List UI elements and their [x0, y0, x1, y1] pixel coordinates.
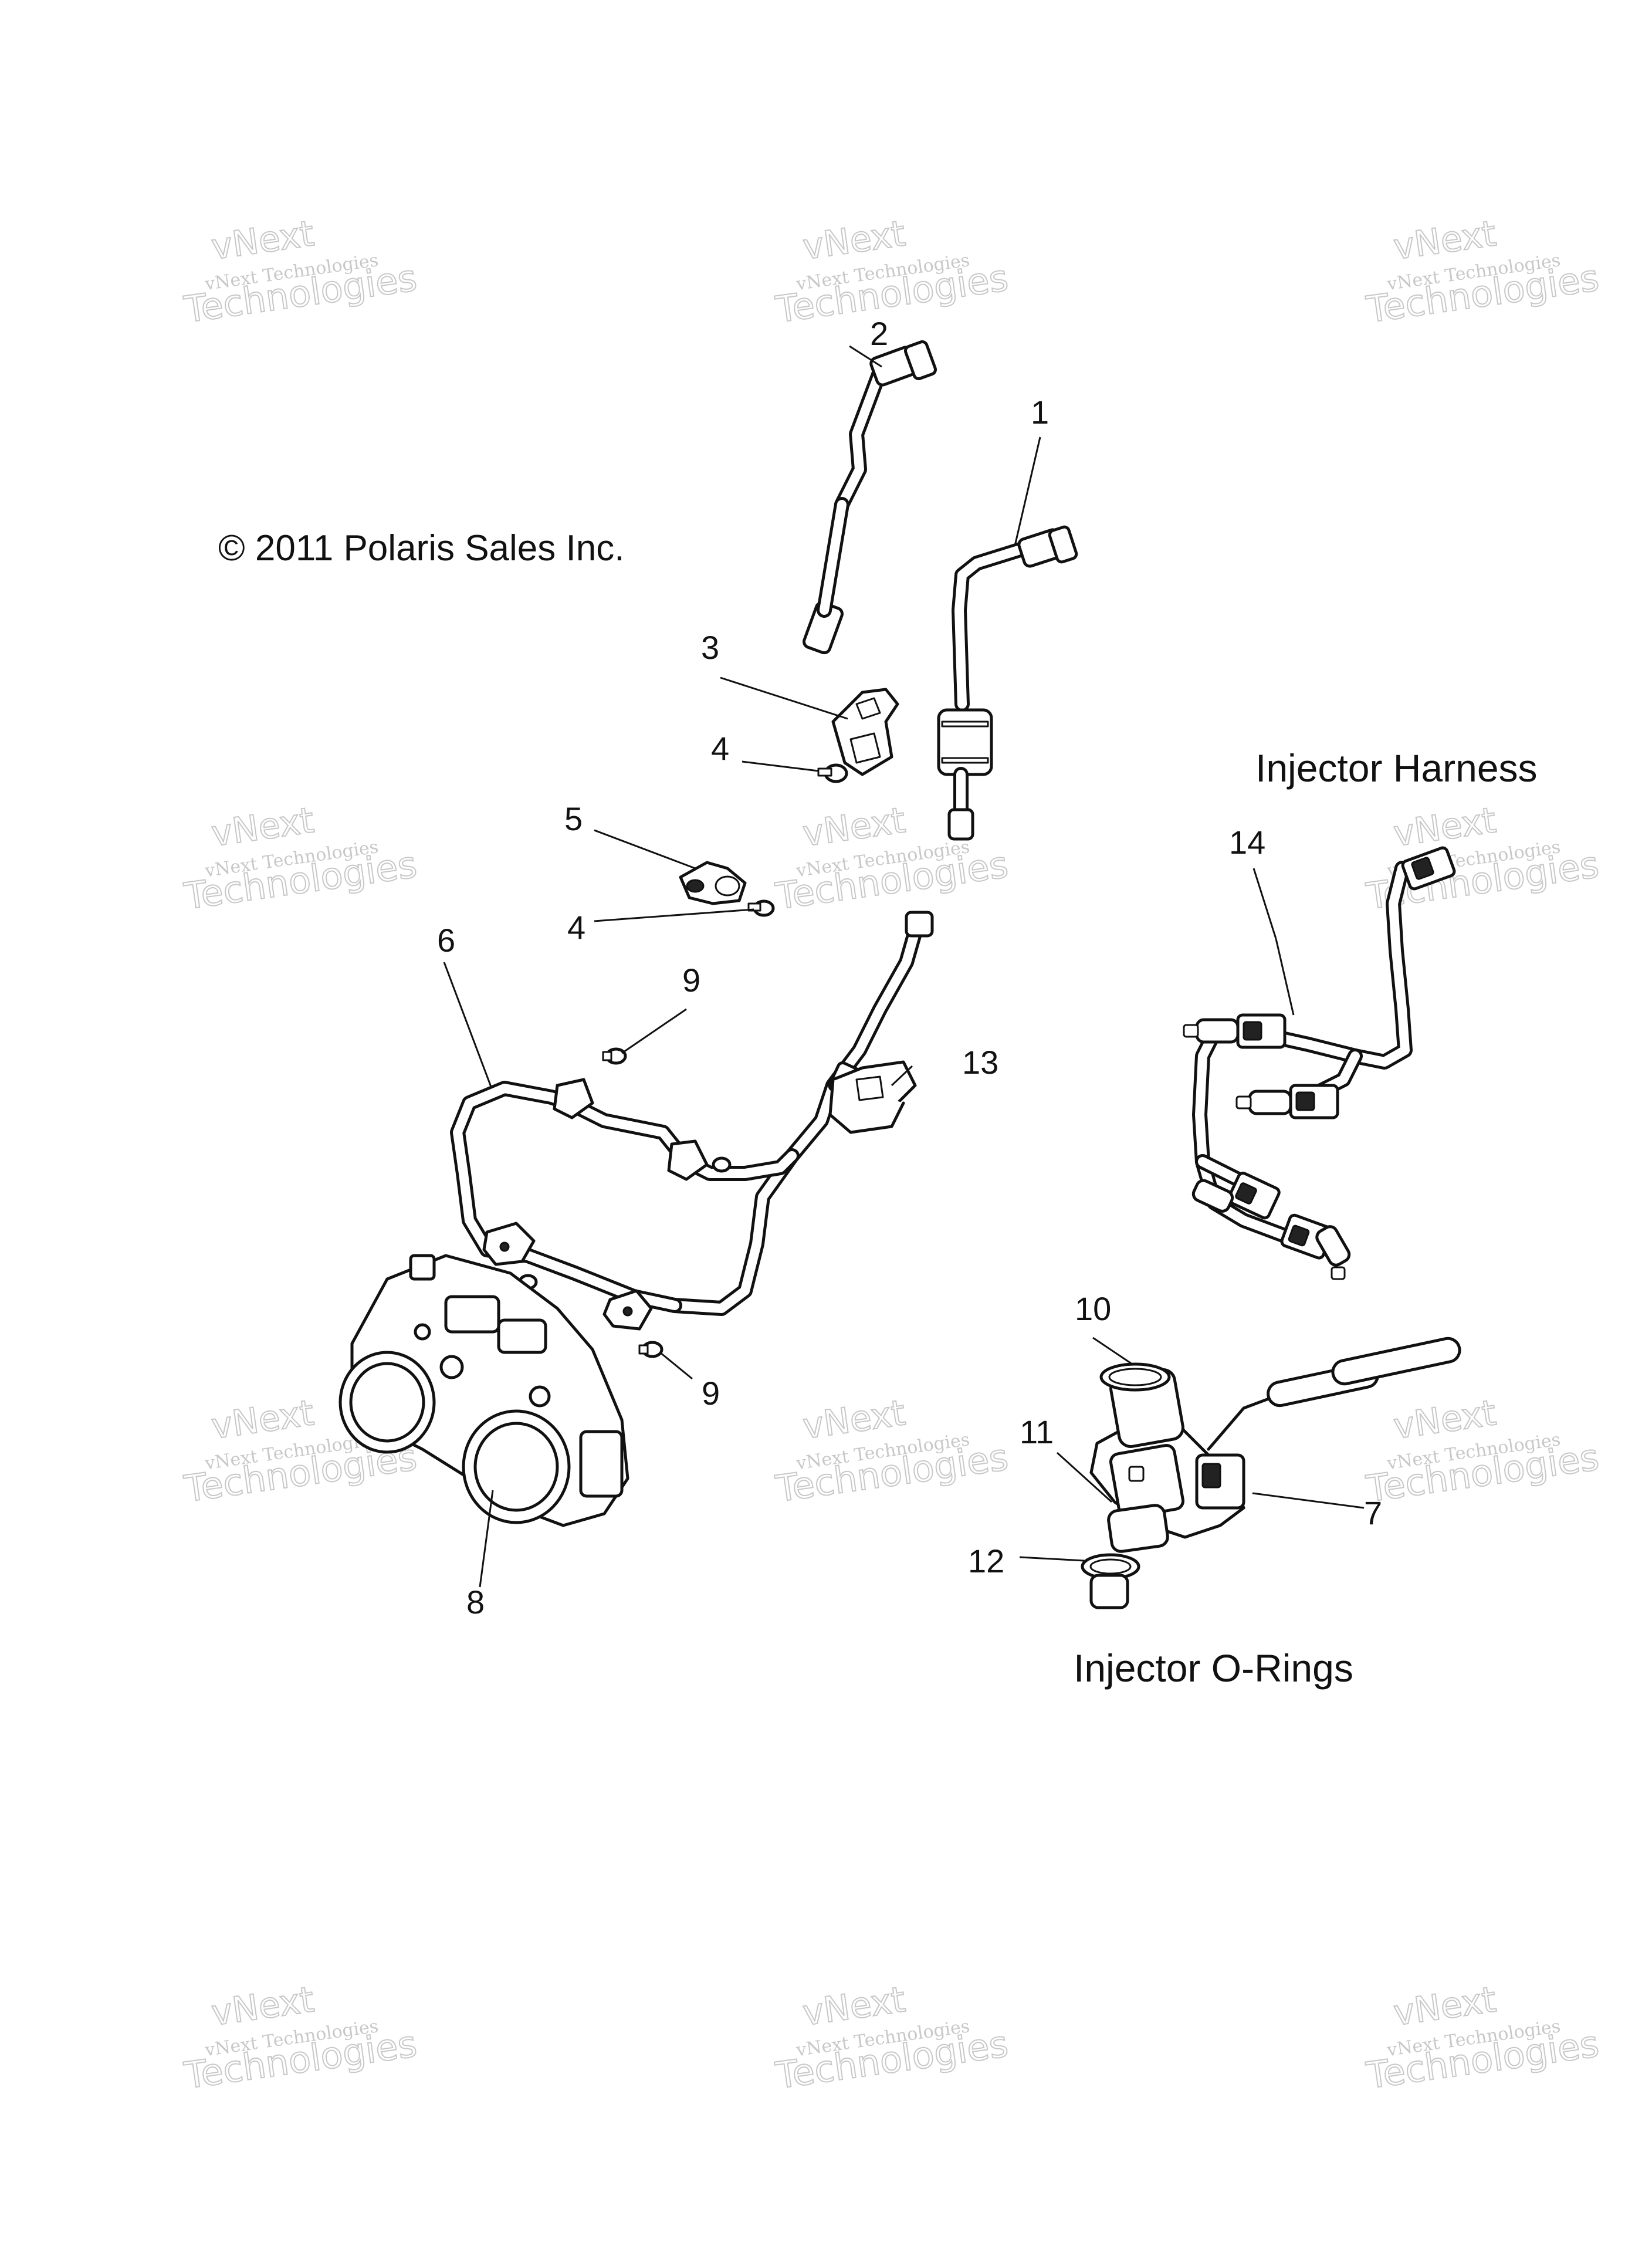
- callout-5: 5: [564, 800, 583, 837]
- watermark-top-center: vNext vNext Technologies Technologies: [772, 212, 1011, 331]
- part-9-bolt-a: [602, 1047, 627, 1065]
- section-title-injector-harness: Injector Harness: [1255, 746, 1538, 790]
- watermark-bottom-right: vNext vNext Technologies Technologies: [1363, 1978, 1602, 2098]
- part-9-bolt-b: [712, 1156, 732, 1173]
- part-6-fuel-rail-hose: [450, 911, 934, 1331]
- svg-text:vNext: vNext: [209, 800, 316, 855]
- svg-text:vNext: vNext: [800, 800, 908, 855]
- watermark-top-right: vNext vNext Technologies Technologies: [1363, 212, 1602, 331]
- leader-lines: [443, 345, 1365, 1588]
- callout-4-upper: 4: [711, 730, 729, 767]
- callout-9-lower: 9: [702, 1375, 720, 1412]
- part-2-fuel-line: [803, 340, 937, 655]
- watermark-bottom-center: vNext vNext Technologies Technologies: [772, 1978, 1011, 2098]
- part-13-clip: [828, 1060, 917, 1134]
- part-9-bolt-d: [638, 1341, 663, 1358]
- part-10-upper-o-ring: [1099, 1362, 1171, 1392]
- callout-3: 3: [701, 629, 719, 666]
- part-3-bracket: [831, 688, 899, 776]
- part-1-fuel-line-filter: [937, 525, 1078, 841]
- callout-8: 8: [466, 1584, 485, 1621]
- part-4-bolt-upper: [817, 763, 848, 783]
- watermark-bottom-left: vNext vNext Technologies Technologies: [181, 1978, 420, 2098]
- part-4-bolt-lower: [747, 899, 775, 917]
- copyright-notice: © 2011 Polaris Sales Inc.: [218, 528, 624, 569]
- callout-6: 6: [437, 922, 455, 959]
- section-title-injector-orings: Injector O-Rings: [1074, 1646, 1353, 1690]
- callout-10: 10: [1075, 1290, 1111, 1327]
- callout-1: 1: [1031, 394, 1049, 431]
- svg-text:vNext: vNext: [800, 1979, 908, 2034]
- part-12-lower-o-ring: [1081, 1553, 1140, 1609]
- callout-2: 2: [870, 315, 888, 352]
- svg-text:vNext: vNext: [209, 1392, 316, 1447]
- watermark-lower-right: vNext vNext Technologies Technologies: [1363, 1392, 1602, 1511]
- watermark-mid-left: vNext vNext Technologies Technologies: [181, 799, 420, 918]
- part-7-fuel-injector: [1089, 1337, 1461, 1539]
- callout-4-lower: 4: [567, 909, 585, 946]
- svg-text:vNext: vNext: [1391, 1979, 1498, 2034]
- callout-9-upper: 9: [682, 962, 700, 999]
- part-14-injector-harness: [1183, 846, 1456, 1280]
- svg-text:vNext: vNext: [209, 1979, 316, 2034]
- callout-7: 7: [1364, 1494, 1382, 1531]
- watermark-lower-center: vNext vNext Technologies Technologies: [772, 1392, 1011, 1511]
- callout-11: 11: [1020, 1413, 1054, 1450]
- svg-text:vNext: vNext: [209, 213, 316, 268]
- callout-14: 14: [1229, 824, 1265, 861]
- callout-13: 13: [962, 1044, 998, 1081]
- part-11-injector-spacer: [1107, 1504, 1169, 1553]
- watermark-mid-center: vNext vNext Technologies Technologies: [772, 799, 1011, 918]
- callout-12: 12: [968, 1542, 1004, 1579]
- svg-text:vNext: vNext: [1391, 1392, 1498, 1447]
- part-5-clamp: [679, 861, 747, 905]
- svg-text:vNext: vNext: [1391, 800, 1498, 855]
- svg-text:vNext: vNext: [800, 213, 908, 268]
- watermark-top-left: vNext vNext Technologies Technologies: [181, 212, 420, 331]
- svg-text:vNext: vNext: [1391, 213, 1498, 268]
- svg-text:vNext: vNext: [800, 1392, 908, 1447]
- part-8-throttle-body: [338, 1254, 629, 1527]
